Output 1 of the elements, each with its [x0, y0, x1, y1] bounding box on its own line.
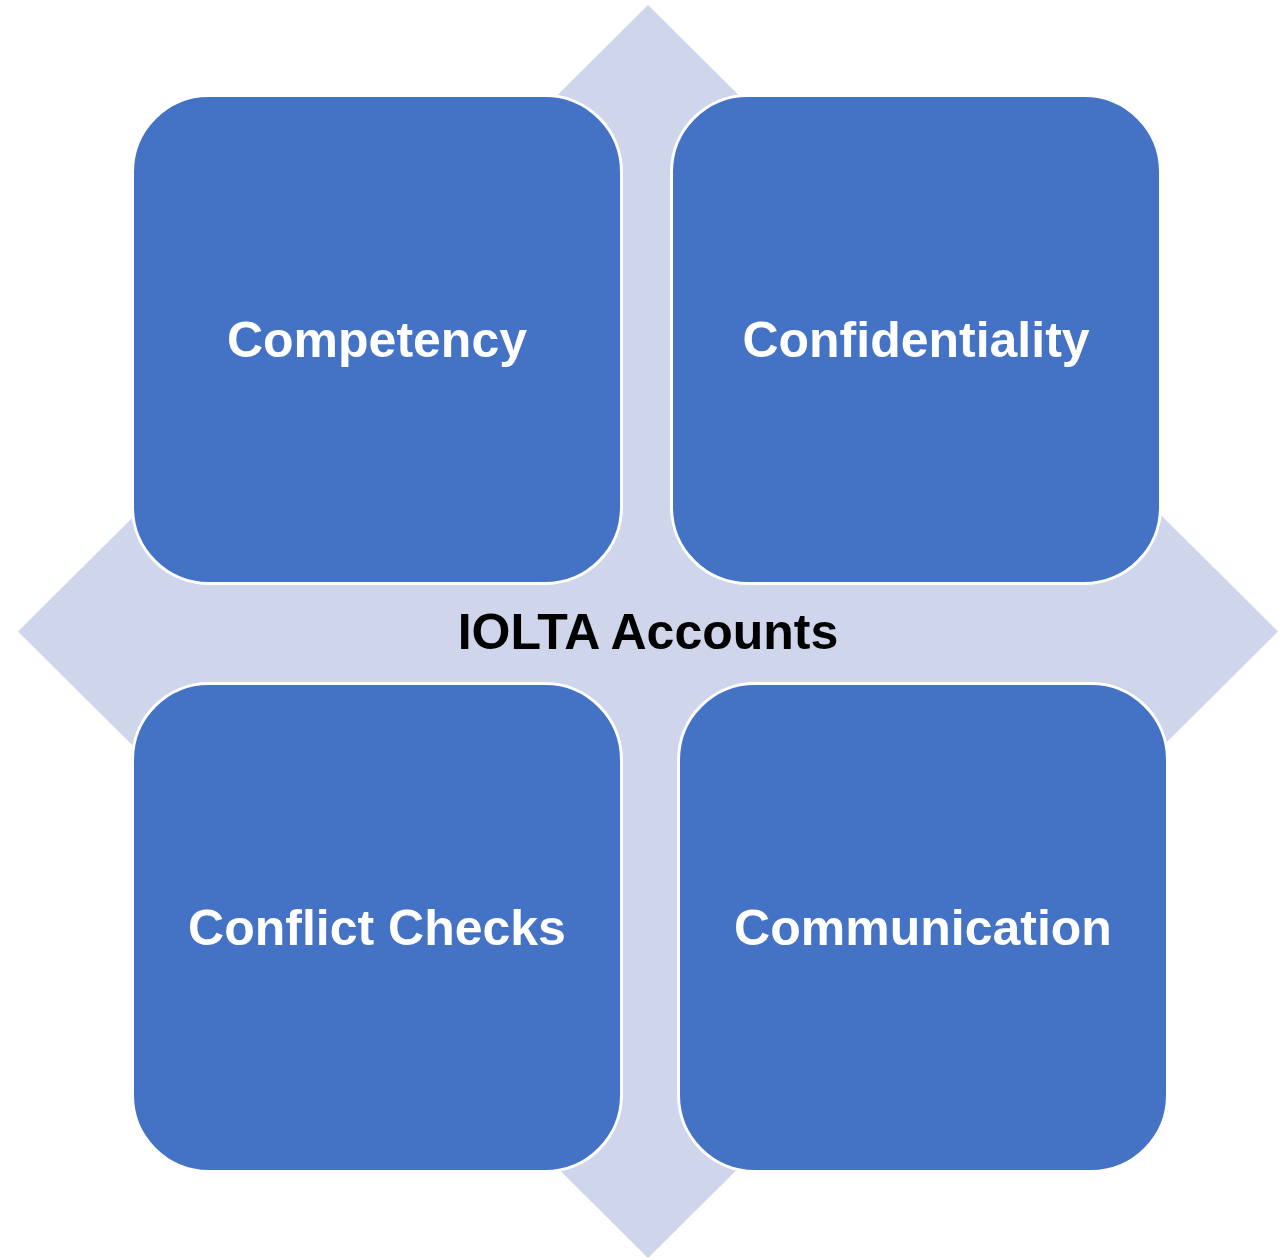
center-label: IOLTA Accounts — [457, 602, 839, 661]
